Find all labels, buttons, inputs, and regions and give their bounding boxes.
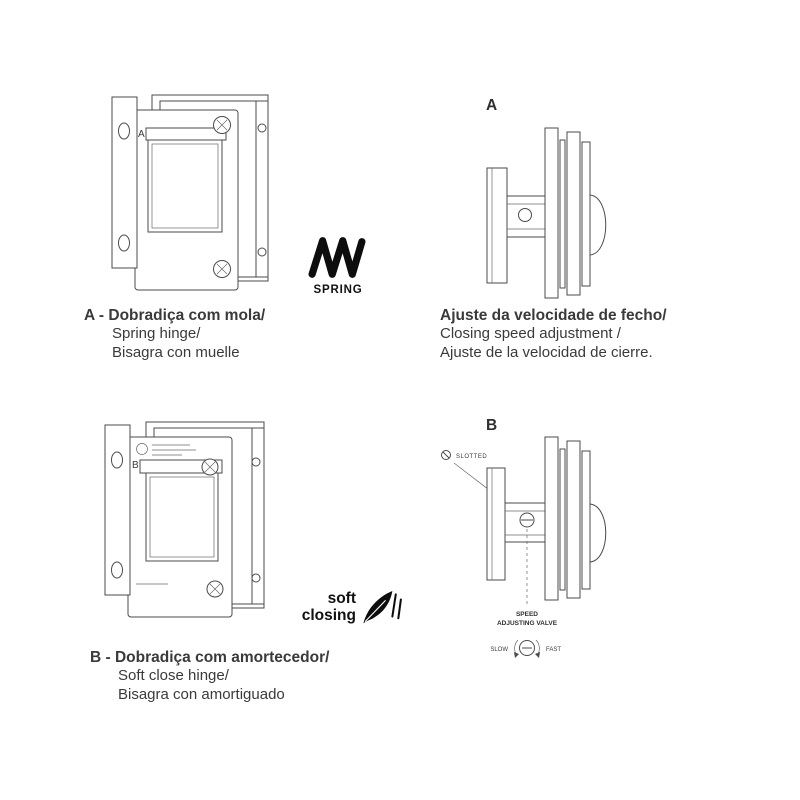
caption-soft-close-hinge: B - Dobradiça com amortecedor/ Soft clos… <box>90 648 329 704</box>
side-view-b-letter: B <box>486 417 498 434</box>
caption-speed-adjustment-pt: Ajuste da velocidade de fecho/ <box>440 307 667 324</box>
wall-plate-side <box>486 467 506 581</box>
caption-soft-close-hinge-en: Soft close hinge/ <box>118 667 229 684</box>
caption-speed-adjustment-es: Ajuste de la velocidad de cierre. <box>440 343 653 361</box>
glass-clamp-side <box>544 436 591 601</box>
caption-spring-hinge-es: Bisagra con muelle <box>112 343 240 361</box>
valve-label-line2: ADJUSTING VALVE <box>497 620 558 627</box>
soft-closing-label: soft closing <box>292 590 356 624</box>
hinge-b-front-view-drawing: B <box>104 421 265 618</box>
screws <box>213 116 267 278</box>
fast-label: FAST <box>546 647 561 653</box>
slotted-label: SLOTTED <box>456 454 487 460</box>
hinge-b-side-view-drawing: SLOTTED SPEED ADJUSTING VALVE SLOW FAST <box>441 436 607 658</box>
cover-plate <box>139 459 223 562</box>
feather-icon <box>363 590 402 624</box>
plate-letter-b: B <box>132 460 139 471</box>
caption-soft-close-hinge-pt: B - Dobradiça com amortecedor/ <box>90 649 330 666</box>
cover-plate <box>145 127 227 233</box>
hinge-a-side-view-drawing <box>486 127 607 299</box>
wall-plate-side <box>486 167 508 284</box>
etched-markings <box>136 443 196 456</box>
hinge-arm <box>504 502 546 543</box>
spring-icon-label: SPRING <box>313 284 363 296</box>
plate-letter-a: A <box>138 129 145 140</box>
handle-loop <box>589 194 607 256</box>
caption-speed-adjustment-en: Closing speed adjustment / <box>440 325 621 342</box>
soft-closing-label-line1: soft <box>327 590 356 607</box>
spring-icon <box>308 237 366 278</box>
caption-spring-hinge-pt: A - Dobradiça com mola/ <box>84 307 266 324</box>
caption-speed-adjustment: Ajuste da velocidade de fecho/ Closing s… <box>440 306 667 362</box>
side-view-a-letter: A <box>486 97 498 114</box>
wall-plate <box>111 96 138 269</box>
handle-loop <box>589 503 607 563</box>
caption-soft-close-hinge-es: Bisagra con amortiguado <box>118 685 285 703</box>
valve-label-line1: SPEED <box>516 611 538 618</box>
soft-closing-label-line2: closing <box>301 607 356 624</box>
slotted-screw-icon <box>441 450 451 460</box>
caption-spring-hinge: A - Dobradiça com mola/ Spring hinge/ Bi… <box>84 306 265 362</box>
slow-fast-valve-indicator: SLOW FAST <box>490 639 561 658</box>
slow-label: SLOW <box>490 647 508 653</box>
glass-clamp-side <box>544 127 591 299</box>
screws <box>201 457 261 598</box>
hinge-a-front-view-drawing: A <box>111 94 269 291</box>
caption-spring-hinge-en: Spring hinge/ <box>112 325 201 342</box>
wall-plate <box>104 424 131 596</box>
hinge-arm <box>506 195 548 238</box>
